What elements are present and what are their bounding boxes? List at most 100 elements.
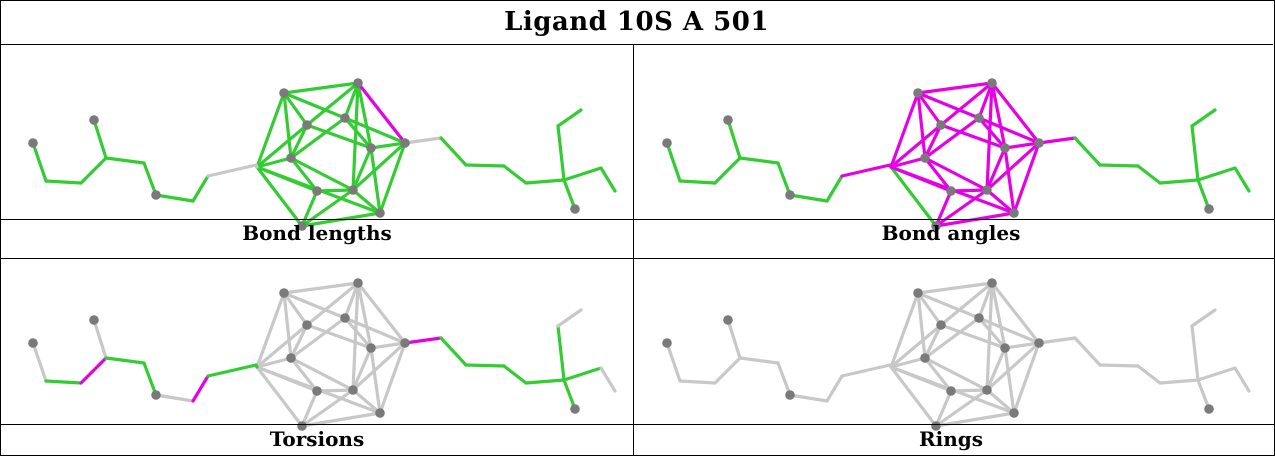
bond bbox=[1196, 178, 1211, 211]
atom bbox=[723, 115, 733, 125]
bond bbox=[1098, 163, 1140, 168]
bond bbox=[889, 165, 938, 228]
bond bbox=[378, 141, 407, 215]
bond bbox=[255, 123, 309, 169]
bond bbox=[562, 366, 603, 382]
bond bbox=[300, 188, 355, 228]
atom bbox=[312, 386, 322, 396]
molecule-bond-angles bbox=[662, 78, 1251, 231]
atom bbox=[400, 338, 410, 348]
bond bbox=[599, 366, 617, 393]
bond bbox=[985, 188, 1016, 215]
bond bbox=[939, 281, 994, 327]
bond bbox=[142, 361, 158, 397]
bond bbox=[665, 341, 682, 383]
bond bbox=[524, 178, 566, 185]
bond bbox=[990, 281, 1041, 345]
bond bbox=[556, 308, 583, 328]
bond bbox=[923, 316, 981, 360]
bond bbox=[916, 91, 943, 127]
bond bbox=[825, 174, 844, 203]
bond bbox=[44, 179, 83, 185]
bond bbox=[1012, 341, 1041, 415]
bond bbox=[923, 323, 943, 360]
bond bbox=[977, 81, 994, 120]
bond bbox=[343, 81, 360, 120]
atom bbox=[348, 185, 358, 195]
caption-bond-lengths: Bond lengths bbox=[242, 221, 392, 245]
bond bbox=[255, 165, 304, 228]
bond bbox=[79, 156, 108, 185]
bond bbox=[351, 141, 407, 192]
bond bbox=[726, 318, 742, 360]
bond bbox=[977, 116, 1007, 150]
bond bbox=[1136, 364, 1162, 385]
bond bbox=[1190, 324, 1200, 382]
bond bbox=[351, 81, 360, 192]
bond bbox=[713, 356, 742, 385]
atom bbox=[366, 143, 376, 153]
molecule-structure bbox=[28, 78, 617, 231]
bond bbox=[439, 136, 468, 167]
bond bbox=[343, 316, 373, 350]
bond bbox=[977, 281, 994, 320]
bond bbox=[990, 281, 1007, 350]
bond bbox=[282, 91, 347, 120]
bond bbox=[300, 388, 355, 428]
bond bbox=[439, 336, 468, 367]
bond bbox=[678, 379, 717, 385]
bond bbox=[1190, 124, 1200, 182]
bond bbox=[562, 378, 577, 411]
bond bbox=[678, 179, 717, 185]
bond bbox=[889, 365, 938, 428]
bond bbox=[502, 364, 528, 385]
panel-torsions: Torsions bbox=[1, 259, 633, 456]
bond bbox=[889, 323, 943, 369]
bond bbox=[206, 163, 258, 178]
bond bbox=[282, 91, 293, 160]
bond bbox=[191, 374, 210, 403]
bond bbox=[369, 141, 407, 150]
column-divider bbox=[633, 44, 634, 456]
atom bbox=[353, 78, 363, 88]
bond bbox=[351, 341, 407, 392]
bond bbox=[1158, 178, 1200, 185]
bond bbox=[738, 356, 780, 365]
bond bbox=[889, 156, 927, 169]
bond bbox=[1003, 141, 1041, 150]
bond bbox=[351, 388, 382, 415]
bond bbox=[305, 323, 373, 350]
bond bbox=[289, 156, 319, 193]
atom bbox=[1009, 208, 1019, 218]
bond bbox=[403, 136, 443, 145]
bond bbox=[1196, 378, 1211, 411]
bond bbox=[985, 146, 1007, 192]
atom bbox=[297, 421, 307, 431]
bond bbox=[888, 163, 893, 169]
atom bbox=[1000, 343, 1010, 353]
atom bbox=[302, 120, 312, 130]
bond bbox=[31, 141, 48, 183]
atom bbox=[302, 320, 312, 330]
bond bbox=[977, 316, 1007, 350]
bond bbox=[916, 91, 927, 160]
atom bbox=[662, 338, 672, 348]
atom bbox=[151, 390, 161, 400]
bond bbox=[305, 281, 360, 327]
atom bbox=[1000, 143, 1010, 153]
atom bbox=[920, 353, 930, 363]
bond bbox=[1196, 166, 1237, 182]
bond bbox=[464, 163, 506, 168]
atom bbox=[1034, 338, 1044, 348]
bond bbox=[713, 156, 742, 185]
caption-torsions: Torsions bbox=[269, 427, 365, 451]
bond bbox=[282, 291, 293, 360]
bond bbox=[1037, 136, 1077, 145]
bond bbox=[282, 91, 309, 127]
bond bbox=[985, 341, 1041, 392]
bond bbox=[282, 291, 347, 320]
bond bbox=[289, 316, 347, 360]
bond bbox=[840, 163, 892, 178]
panel-bond-lengths: Bond lengths bbox=[1, 45, 633, 258]
molecule-structure bbox=[662, 278, 1251, 431]
